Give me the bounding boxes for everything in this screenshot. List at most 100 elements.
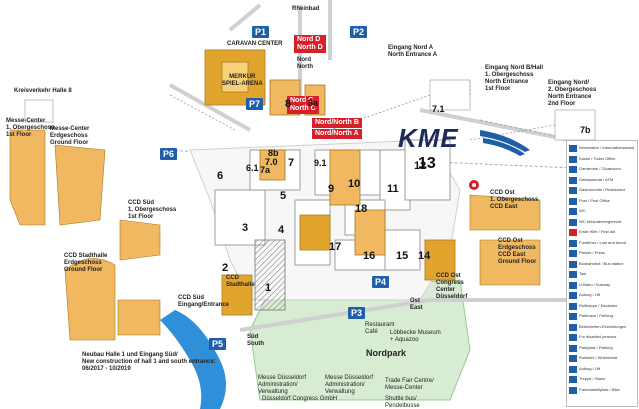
hall-6[interactable]: 6 bbox=[217, 170, 224, 182]
ccd-gmbh-label: Düsseldorf Congress GmbH bbox=[262, 396, 338, 402]
arena-label[interactable]: MERKUR SPIEL-ARENA bbox=[222, 74, 263, 87]
parking-p7[interactable]: P7 bbox=[246, 98, 264, 110]
hall-7-1[interactable]: 7.1 bbox=[432, 104, 445, 114]
hall-4[interactable]: 4 bbox=[278, 224, 285, 236]
legend-item: Rolltreppe / Escalator bbox=[569, 302, 635, 310]
hall-4-gold[interactable] bbox=[299, 214, 331, 251]
ccd-east-label[interactable]: CCD Ost Congress Center Düsseldorf bbox=[436, 273, 468, 300]
legend-item-label: Fundbüro / Lost and found bbox=[579, 239, 626, 245]
ccd-east-ground-plan bbox=[479, 239, 541, 286]
legend-item: WC bbox=[569, 208, 635, 215]
parking-p5[interactable]: P5 bbox=[209, 338, 227, 350]
legend-item: Presse / Press bbox=[569, 250, 635, 257]
kreisverkehr-label: Kreisverkehr Halle 8 bbox=[14, 88, 72, 94]
parking-p4[interactable]: P4 bbox=[372, 276, 390, 288]
sud-label: Süd bbox=[247, 334, 259, 340]
entrance-north-a[interactable]: Nord/North A bbox=[312, 129, 362, 139]
hall-6-1[interactable]: 6.1 bbox=[246, 163, 259, 173]
legend-symbol-icon bbox=[569, 365, 577, 373]
legend-item-label: For disabled persons bbox=[579, 334, 617, 339]
legend-item-label: Kasse / Ticket Office bbox=[579, 155, 616, 161]
legend-item-label: Treppe / Stairs bbox=[579, 376, 606, 381]
legend-symbol-icon bbox=[569, 292, 577, 299]
hall-7[interactable]: 7 bbox=[288, 157, 295, 169]
legend-item: Taxi bbox=[569, 271, 635, 278]
hall-9-1[interactable]: 9.1 bbox=[314, 158, 327, 168]
legend-item: WC behindertengerecht bbox=[569, 218, 635, 226]
hall-8a[interactable]: 8a bbox=[308, 98, 319, 108]
legend-symbol-icon bbox=[569, 208, 577, 215]
lobbecke-label: Löbbecke Museum + Aquazoo bbox=[390, 330, 441, 343]
legend-item: Garderobe / Cloakroom bbox=[569, 166, 635, 173]
messe-center-plan bbox=[9, 129, 46, 226]
legend-symbol-icon bbox=[569, 166, 577, 173]
hall-17-gold[interactable] bbox=[354, 209, 386, 256]
entrance-nord2-plan bbox=[554, 109, 596, 141]
parking-p2[interactable]: P2 bbox=[350, 26, 368, 38]
ccd-south-ground-plan bbox=[117, 299, 161, 336]
hall-7a[interactable]: 7a bbox=[260, 165, 271, 175]
hall-14[interactable]: 14 bbox=[418, 250, 431, 262]
legend-symbol-icon bbox=[569, 323, 577, 331]
hall-11[interactable]: 11 bbox=[387, 183, 399, 195]
hall-3[interactable]: 3 bbox=[242, 222, 249, 234]
nord-label: Nord bbox=[297, 57, 311, 63]
hall-7-0[interactable]: 7.0 bbox=[265, 157, 278, 167]
parking-p1[interactable]: P1 bbox=[252, 26, 270, 38]
construction-note: Neubau Halle 1 und Eingang Süd/ New cons… bbox=[82, 352, 216, 372]
hall-18[interactable]: 18 bbox=[355, 203, 368, 215]
hall-1-construction bbox=[254, 239, 286, 311]
hall-16[interactable]: 16 bbox=[363, 250, 376, 262]
legend-symbol-icon bbox=[569, 386, 577, 394]
legend-item: For disabled persons bbox=[569, 334, 635, 341]
legend-symbol-icon bbox=[569, 218, 577, 226]
ccd-stadthalle-label[interactable]: CCD Stadthalle bbox=[226, 275, 255, 288]
hall-7-gold[interactable] bbox=[259, 149, 286, 181]
ccd-stadthalle-block[interactable] bbox=[221, 274, 253, 316]
hall-12-13-block[interactable] bbox=[404, 139, 451, 201]
east-label: East bbox=[410, 305, 423, 311]
hall-17[interactable]: 17 bbox=[329, 241, 342, 253]
messe-admin2-label: Messe Düsseldorf Administration/ Verwalt… bbox=[325, 375, 374, 395]
legend-item-label: Information / Informationsstand bbox=[579, 145, 635, 150]
hall-8b[interactable]: 8b bbox=[268, 148, 279, 158]
legend-symbol-icon bbox=[569, 187, 577, 194]
legend-symbol-icon bbox=[569, 376, 577, 383]
north-label: North bbox=[297, 64, 313, 70]
legend-item: Aufzug / Lift bbox=[569, 365, 635, 373]
legend-symbol-icon bbox=[569, 281, 577, 289]
entrance-nord-c-label: Nord C bbox=[290, 97, 314, 104]
messe-center-ground-label: Messe-Center Erdgeschoss Ground Floor bbox=[50, 126, 90, 146]
entrance-nord2-label: Eingang Nord/ 2. Obergeschoss North Entr… bbox=[548, 80, 597, 107]
legend-item: Erste Hilfe / First aid bbox=[569, 229, 635, 236]
legend-item: Behinderten-Einrichtungen bbox=[569, 323, 635, 331]
hall-9[interactable]: 9 bbox=[328, 183, 335, 195]
hall-14-gold[interactable] bbox=[424, 239, 456, 281]
hall-5[interactable]: 5 bbox=[280, 190, 287, 202]
hall-9-gold[interactable] bbox=[329, 149, 361, 206]
hall-2[interactable]: 2 bbox=[222, 262, 229, 274]
legend-symbol-icon bbox=[569, 302, 577, 310]
legend-item-label: Geldautomat / ATM bbox=[579, 176, 614, 182]
ccd-south-label: CCD Süd Eingang/Entrance bbox=[178, 295, 230, 308]
hall-13[interactable]: 13 bbox=[418, 155, 436, 172]
messe-center-first-label: Messe-Center 1. Obergeschoss 1st Floor bbox=[6, 118, 55, 138]
legend-symbol-icon bbox=[569, 176, 577, 184]
hall-7b[interactable]: 7b bbox=[580, 125, 591, 135]
parking-p6[interactable]: P6 bbox=[160, 148, 178, 160]
hall-12[interactable]: 12 bbox=[414, 160, 427, 172]
entrance-north-b[interactable]: Nord/North B bbox=[312, 118, 362, 128]
hall-10[interactable]: 10 bbox=[348, 178, 361, 190]
south-label: South bbox=[247, 341, 264, 347]
parking-p3[interactable]: P3 bbox=[348, 307, 366, 319]
hall-8[interactable]: 8 bbox=[285, 98, 292, 110]
entrance-north-c-label: North C bbox=[290, 105, 316, 112]
kreisverkehr-box bbox=[24, 99, 54, 123]
hall-15[interactable]: 15 bbox=[396, 250, 409, 262]
hall-3-block[interactable] bbox=[214, 189, 266, 246]
hall-1[interactable]: 1 bbox=[265, 282, 272, 294]
